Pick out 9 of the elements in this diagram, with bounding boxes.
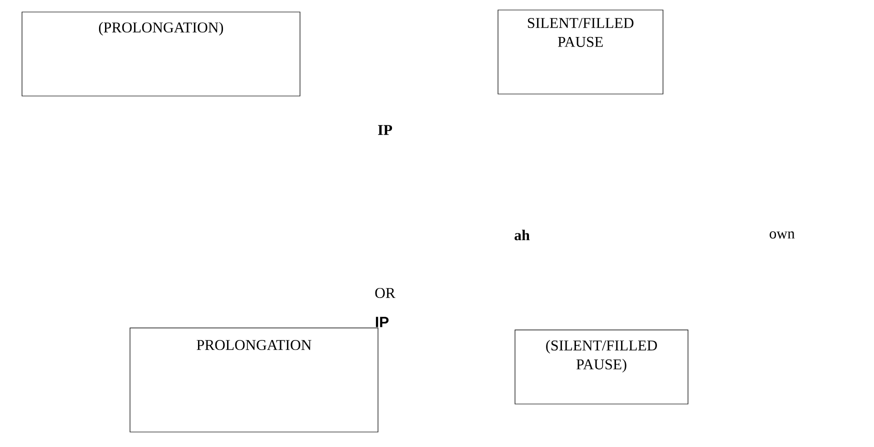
label: OR [375, 288, 396, 298]
label: own [770, 231, 795, 239]
text-box: PROLONGATION [130, 328, 378, 432]
label: ah [514, 230, 530, 240]
text-box: (SILENT/FILLED PAUSE) [514, 330, 688, 404]
label: IP [378, 125, 392, 135]
text-box: (PROLONGATION) [22, 12, 300, 96]
text-box: SILENT/FILLED PAUSE [498, 10, 664, 94]
label: IP [376, 316, 389, 328]
